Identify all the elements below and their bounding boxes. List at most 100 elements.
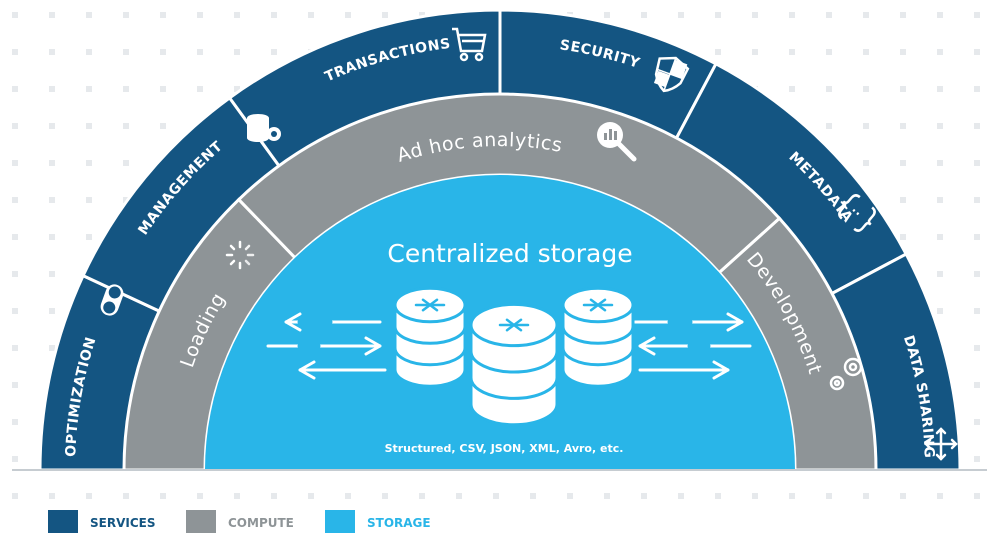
legend: SERVICES COMPUTE STORAGE bbox=[48, 510, 431, 533]
background-dot bbox=[826, 493, 832, 499]
toggle-icon bbox=[100, 284, 124, 316]
background-dot bbox=[49, 234, 55, 240]
background-dot bbox=[863, 49, 869, 55]
legend-label-services: SERVICES bbox=[90, 516, 155, 530]
background-dot bbox=[937, 493, 943, 499]
background-dot bbox=[974, 123, 980, 129]
background-dot bbox=[826, 12, 832, 18]
background-dot bbox=[456, 493, 462, 499]
background-dot bbox=[12, 49, 18, 55]
background-dot bbox=[974, 49, 980, 55]
background-dot bbox=[86, 197, 92, 203]
background-dot bbox=[900, 197, 906, 203]
background-dot bbox=[974, 86, 980, 92]
background-dot bbox=[974, 419, 980, 425]
background-dot bbox=[86, 234, 92, 240]
background-dot bbox=[937, 86, 943, 92]
background-dot bbox=[12, 308, 18, 314]
database-gear-icon bbox=[247, 114, 281, 142]
legend-swatch-services bbox=[48, 510, 78, 533]
background-dot bbox=[752, 49, 758, 55]
background-dot bbox=[974, 271, 980, 277]
background-dot bbox=[123, 49, 129, 55]
background-dot bbox=[900, 234, 906, 240]
background-dot bbox=[974, 234, 980, 240]
storage-title: Centralized storage bbox=[387, 239, 632, 268]
background-dot bbox=[974, 308, 980, 314]
database-cylinder bbox=[561, 286, 635, 388]
background-dot bbox=[234, 86, 240, 92]
background-dot bbox=[530, 493, 536, 499]
move-arrows-icon bbox=[924, 427, 958, 461]
background-dot bbox=[49, 160, 55, 166]
background-dot bbox=[900, 123, 906, 129]
background-dot bbox=[123, 123, 129, 129]
data-flow-arrows-icon bbox=[266, 312, 752, 380]
background-dot bbox=[715, 493, 721, 499]
background-dot bbox=[160, 49, 166, 55]
background-dot bbox=[12, 160, 18, 166]
background-dot bbox=[160, 123, 166, 129]
background-dot bbox=[863, 86, 869, 92]
background-dot bbox=[974, 12, 980, 18]
background-dot bbox=[123, 493, 129, 499]
background-dot bbox=[234, 12, 240, 18]
background-dot bbox=[49, 12, 55, 18]
background-dot bbox=[197, 86, 203, 92]
background-dot bbox=[382, 12, 388, 18]
background-dot bbox=[826, 49, 832, 55]
background-dot bbox=[271, 49, 277, 55]
shopping-cart-icon bbox=[452, 27, 487, 62]
background-dot bbox=[419, 493, 425, 499]
background-dot bbox=[86, 123, 92, 129]
background-dot bbox=[197, 49, 203, 55]
background-dot bbox=[974, 197, 980, 203]
background-dot bbox=[345, 493, 351, 499]
background-dot bbox=[49, 308, 55, 314]
background-dot bbox=[12, 271, 18, 277]
background-dot bbox=[12, 86, 18, 92]
snowflake-database-icon bbox=[393, 286, 635, 427]
database-cylinder bbox=[393, 286, 467, 388]
background-dot bbox=[12, 123, 18, 129]
background-dot bbox=[49, 49, 55, 55]
background-dot bbox=[12, 12, 18, 18]
background-dot bbox=[752, 493, 758, 499]
background-dot bbox=[937, 197, 943, 203]
background-dot bbox=[12, 345, 18, 351]
background-dot bbox=[937, 123, 943, 129]
background-dot bbox=[863, 160, 869, 166]
background-dot bbox=[974, 160, 980, 166]
background-dot bbox=[604, 12, 610, 18]
background-dot bbox=[715, 12, 721, 18]
background-dot bbox=[937, 234, 943, 240]
background-dot bbox=[49, 197, 55, 203]
background-dot bbox=[937, 308, 943, 314]
background-dot bbox=[900, 160, 906, 166]
background-dot bbox=[641, 12, 647, 18]
shield-icon bbox=[653, 56, 690, 93]
background-dot bbox=[197, 493, 203, 499]
background-dot bbox=[419, 12, 425, 18]
background-dot bbox=[937, 160, 943, 166]
background-dot bbox=[937, 271, 943, 277]
background-dot bbox=[789, 86, 795, 92]
background-dot bbox=[86, 49, 92, 55]
legend-swatch-compute bbox=[186, 510, 216, 533]
background-dot bbox=[123, 12, 129, 18]
background-dot bbox=[641, 493, 647, 499]
background-dot bbox=[234, 49, 240, 55]
background-dot bbox=[567, 493, 573, 499]
background-dot bbox=[86, 12, 92, 18]
background-dot bbox=[160, 493, 166, 499]
legend-label-storage: STORAGE bbox=[367, 516, 431, 530]
background-dot bbox=[863, 493, 869, 499]
background-dot bbox=[271, 12, 277, 18]
background-dot bbox=[382, 493, 388, 499]
legend-label-compute: COMPUTE bbox=[228, 516, 294, 530]
database-cylinder bbox=[469, 302, 559, 427]
background-dot bbox=[345, 12, 351, 18]
background-dot bbox=[678, 12, 684, 18]
background-dot bbox=[12, 234, 18, 240]
